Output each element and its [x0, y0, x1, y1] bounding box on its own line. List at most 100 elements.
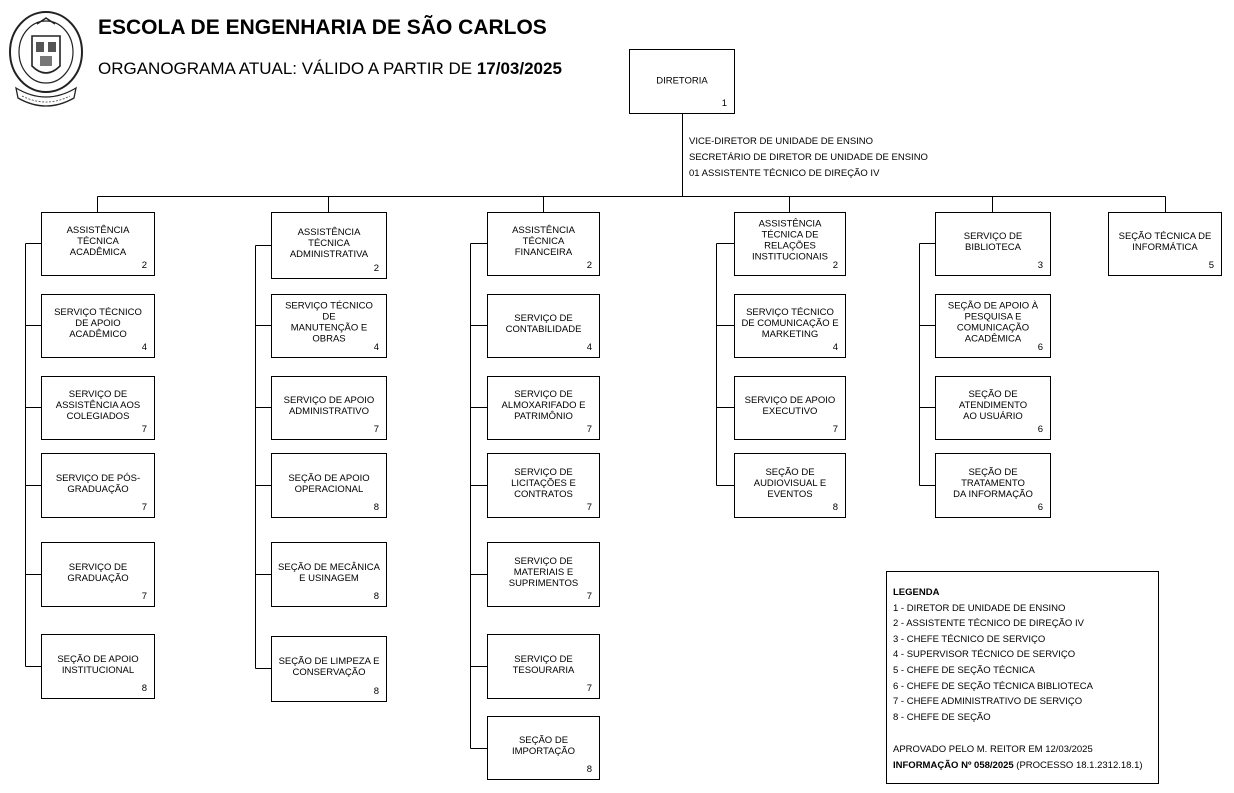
org-box-level: 6: [1037, 424, 1043, 435]
legend-item: 7 - CHEFE ADMINISTRATIVO DE SERVIÇO: [893, 696, 1083, 708]
legend-box: LEGENDA 1 - DIRETOR DE UNIDADE DE ENSINO…: [886, 571, 1159, 784]
org-box-level: 4: [586, 342, 592, 353]
org-box-level: 1: [721, 98, 727, 109]
org-box-label: DIRETORIA: [656, 75, 708, 87]
org-box-level: 7: [141, 424, 147, 435]
legend-info: INFORMAÇÃO Nº 058/2025 (PROCESSO 18.1.23…: [893, 758, 1152, 774]
org-box-level: 4: [373, 342, 379, 353]
org-box-level: 8: [373, 502, 379, 513]
org-box-level: 7: [586, 591, 592, 602]
legend-item: 4 - SUPERVISOR TÉCNICO DE SERVIÇO: [893, 649, 1076, 661]
org-box-level: 7: [586, 424, 592, 435]
directorate-note: VICE-DIRETOR DE UNIDADE DE ENSINO: [689, 136, 874, 147]
directorate-note: SECRETÁRIO DE DIRETOR DE UNIDADE DE ENSI…: [689, 152, 928, 163]
org-box-diretoria: DIRETORIA 1: [629, 49, 735, 114]
org-box-level: 4: [832, 342, 838, 353]
org-box-level: 2: [141, 260, 147, 271]
legend-item: 2 - ASSISTENTE TÉCNICO DE DIREÇÃO IV: [893, 618, 1084, 630]
org-box-level: 2: [373, 263, 379, 274]
org-box-level: 3: [1037, 260, 1043, 271]
page-subtitle: ORGANOGRAMA ATUAL: VÁLIDO A PARTIR DE 17…: [98, 59, 562, 79]
legend-item: 5 - CHEFE DE SEÇÃO TÉCNICA: [893, 664, 1035, 676]
subtitle-text: ORGANOGRAMA ATUAL: VÁLIDO A PARTIR DE: [98, 59, 477, 78]
page-title: ESCOLA DE ENGENHARIA DE SÃO CARLOS: [98, 16, 547, 39]
subtitle-date: 17/03/2025: [476, 59, 562, 78]
usp-seal-logo: [6, 6, 86, 114]
org-box-servico-pos-graduacao: SERVIÇO DE PÓS-GRADUAÇÃO 7: [41, 453, 155, 518]
directorate-note: 01 ASSISTENTE TÉCNICO DE DIREÇÃO IV: [689, 168, 880, 179]
org-box-level: 8: [141, 683, 147, 694]
org-box-level: 8: [373, 686, 379, 697]
legend-info-process: (PROCESSO 18.1.2312.18.1): [1013, 759, 1143, 771]
org-box-level: 7: [141, 591, 147, 602]
legend-item: 3 - CHEFE TÉCNICO DE SERVIÇO: [893, 633, 1046, 645]
legend-title: LEGENDA: [893, 587, 940, 598]
legend-item: 8 - CHEFE DE SEÇÃO: [893, 711, 991, 723]
directorate-notes: VICE-DIRETOR DE UNIDADE DE ENSINO SECRET…: [689, 134, 928, 182]
org-box-level: 5: [1208, 260, 1214, 271]
org-box-level: 7: [832, 424, 838, 435]
legend-item: 6 - CHEFE DE SEÇÃO TÉCNICA BIBLIOTECA: [893, 680, 1093, 692]
org-box-level: 4: [141, 342, 147, 353]
org-box-level: 6: [1037, 342, 1043, 353]
legend-item: 1 - DIRETOR DE UNIDADE DE ENSINO: [893, 602, 1066, 614]
org-box-level: 7: [373, 424, 379, 435]
org-box-level: 8: [373, 591, 379, 602]
org-box-level: 8: [586, 764, 592, 775]
legend-info-number: INFORMAÇÃO Nº 058/2025: [893, 759, 1014, 771]
org-box-label: SERVIÇO DE PÓS-GRADUAÇÃO: [55, 472, 141, 495]
org-box-level: 8: [832, 502, 838, 513]
